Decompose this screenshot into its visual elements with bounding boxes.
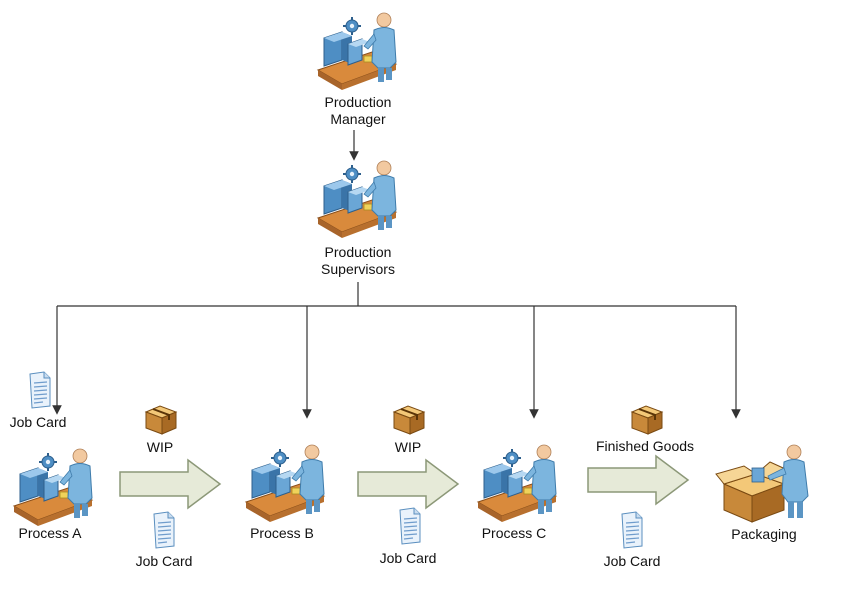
wip-label-1: WIP: [146, 439, 174, 455]
flow-arrow-a-to-b: [119, 459, 221, 509]
job-card-top-document-icon: [29, 371, 51, 409]
production-supervisors-worker-icon: [317, 160, 397, 239]
wip-box-icon-1: [145, 405, 177, 435]
finished-goods-label: Finished Goods: [595, 438, 695, 454]
packaging-worker-icon: [715, 444, 809, 523]
production-supervisors-label-line1: Production: [324, 244, 392, 260]
process-a-worker-icon: [13, 448, 93, 527]
connectors: [52, 130, 741, 419]
process-b-worker-icon: [245, 444, 325, 523]
job-card-3-document-icon: [621, 511, 643, 549]
production-manager-label: Production Manager: [308, 94, 408, 128]
job-card-top-label: Job Card: [9, 414, 67, 430]
wip-box-icon-2: [393, 405, 425, 435]
job-card-2-document-icon: [399, 507, 421, 545]
flow-arrow-b-to-c: [357, 459, 459, 509]
production-supervisors-label-line2: Supervisors: [321, 261, 395, 277]
job-card-1-document-icon: [153, 511, 175, 549]
job-card-3-label: Job Card: [603, 553, 661, 569]
production-supervisors-label: Production Supervisors: [303, 244, 413, 278]
packaging-label: Packaging: [731, 526, 797, 542]
process-a-label: Process A: [18, 525, 82, 541]
wip-label-2: WIP: [394, 439, 422, 455]
process-c-label: Process C: [481, 525, 547, 541]
process-c-worker-icon: [477, 444, 557, 523]
production-manager-label-line2: Manager: [330, 111, 386, 127]
production-manager-worker-icon: [317, 12, 397, 91]
job-card-2-label: Job Card: [379, 550, 437, 566]
flow-arrow-c-to-packaging: [587, 455, 689, 505]
finished-goods-box-icon: [631, 405, 663, 435]
production-manager-label-line1: Production: [324, 94, 392, 110]
job-card-1-label: Job Card: [135, 553, 193, 569]
process-b-label: Process B: [250, 525, 314, 541]
